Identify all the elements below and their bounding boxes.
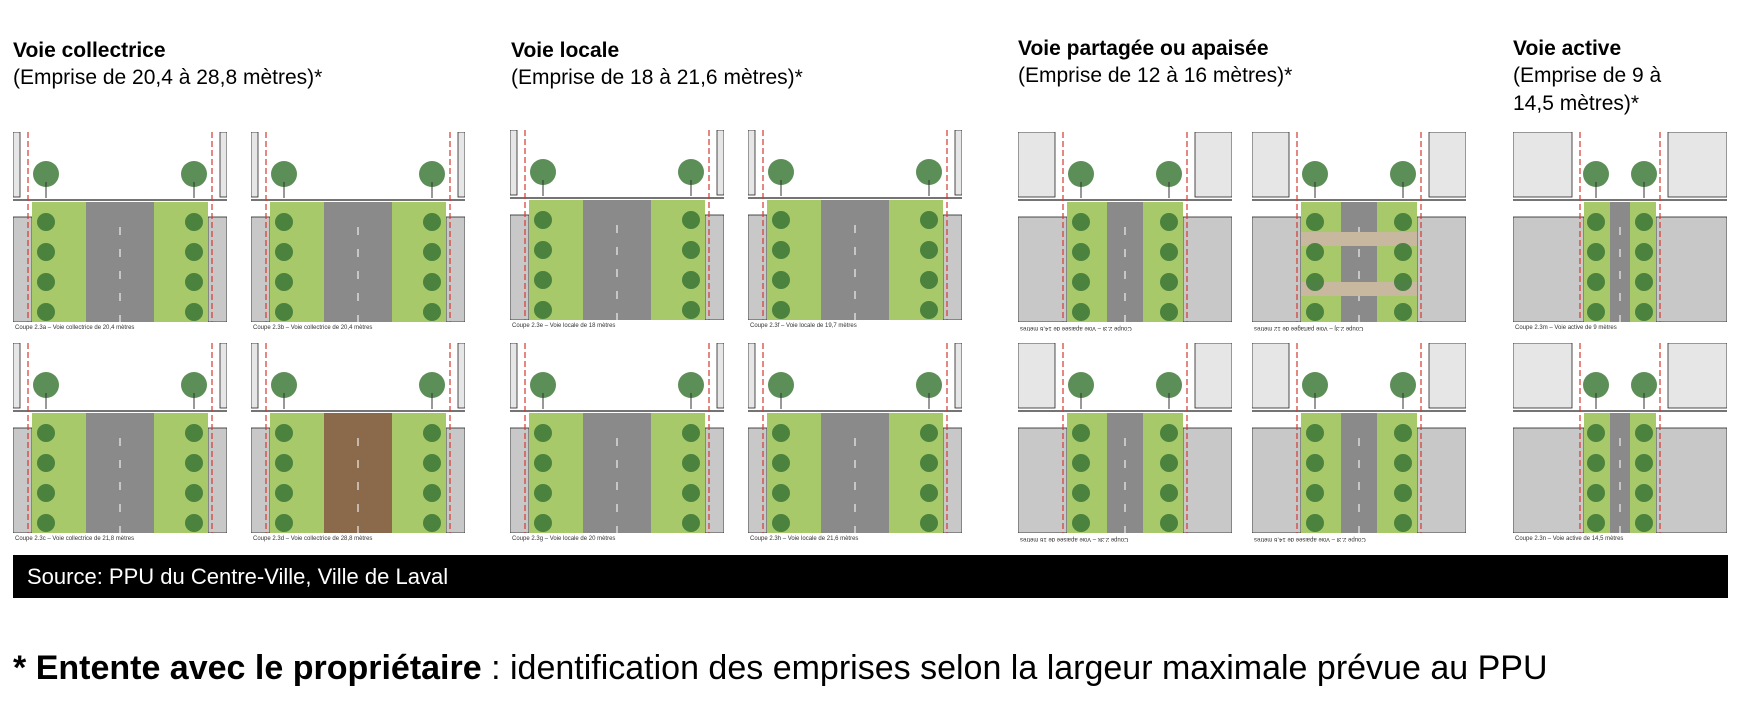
street-plan-drawing — [1018, 343, 1232, 533]
street-plan-drawing — [13, 132, 227, 322]
street-plan-drawing — [1513, 343, 1727, 533]
street-plan-drawing — [1513, 132, 1727, 322]
footnote-star: * — [13, 649, 27, 687]
plan-caption: Coupe 2.3d – Voie collectrice de 28,8 mè… — [253, 536, 373, 542]
plan-caption: Coupe 2.3f – Voie locale de 19,7 mètres — [750, 323, 857, 329]
column-active-heading: Voie active (Emprise de 9 à 14,5 mètres)… — [1513, 35, 1733, 118]
street-plan-9 — [1018, 132, 1232, 322]
plan-caption: Coupe 2.3b – Voie collectrice de 20,4 mè… — [253, 325, 373, 331]
column-title: Voie collectrice — [13, 39, 166, 62]
column-subtitle: 14,5 mètres)* — [1513, 92, 1640, 115]
plan-caption: Coupe 2.3g – Voie locale de 20 mètres — [512, 536, 616, 542]
street-plan-8 — [748, 343, 962, 533]
street-plan-3 — [13, 343, 227, 533]
street-plan-13 — [1513, 132, 1727, 322]
column-title: Voie locale — [511, 39, 620, 62]
street-plan-drawing — [13, 343, 227, 533]
street-plan-11 — [1018, 343, 1232, 533]
street-plan-drawing — [1252, 343, 1466, 533]
column-title: Voie active — [1513, 37, 1622, 60]
street-plan-drawing — [510, 343, 724, 533]
footnote-text: : identification des emprises selon la l… — [481, 649, 1548, 687]
column-subtitle: (Emprise de 18 à 21,6 mètres)* — [511, 66, 803, 89]
plan-caption: Coupe 2.3j – Voie partagée de 12 mètres — [1254, 325, 1364, 331]
street-plan-12 — [1252, 343, 1466, 533]
footnote-bold: Entente avec le propriétaire — [35, 649, 482, 687]
plan-caption: Coupe 2.3a – Voie collectrice de 20,4 mè… — [15, 325, 135, 331]
street-plan-drawing — [748, 343, 962, 533]
plan-caption: Coupe 2.3h – Voie locale de 21,6 mètres — [750, 536, 859, 542]
column-subtitle: (Emprise de 20,4 à 28,8 mètres)* — [13, 66, 323, 89]
column-partagee-heading: Voie partagée ou apaisée (Emprise de 12 … — [1018, 35, 1488, 90]
street-plan-14 — [1513, 343, 1727, 533]
street-plan-1 — [13, 132, 227, 322]
source-bar: Source: PPU du Centre-Ville, Ville de La… — [13, 555, 1728, 598]
street-plan-drawing — [510, 130, 724, 320]
footnote: * Entente avec le propriétaire : identif… — [13, 646, 1548, 690]
street-plan-drawing — [251, 132, 465, 322]
street-plan-drawing — [251, 343, 465, 533]
plan-caption: Coupe 2.3l – Voie apaisée de 14,6 mètres — [1254, 536, 1366, 542]
street-plan-drawing — [1018, 132, 1232, 322]
street-plan-drawing — [1252, 132, 1466, 322]
street-plan-4 — [251, 343, 465, 533]
column-subtitle: (Emprise de 12 à 16 mètres)* — [1018, 64, 1293, 87]
street-plan-7 — [510, 343, 724, 533]
plan-caption: Coupe 2.3m – Voie active de 9 mètres — [1515, 325, 1617, 331]
plan-caption: Coupe 2.3e – Voie locale de 18 mètres — [512, 323, 616, 329]
column-locale-heading: Voie locale (Emprise de 18 à 21,6 mètres… — [511, 37, 981, 92]
plan-caption: Coupe 2.3k – Voie apaisée de 16 mètres — [1020, 536, 1129, 542]
column-subtitle: (Emprise de 9 à — [1513, 64, 1662, 87]
street-plan-6 — [748, 130, 962, 320]
street-plan-2 — [251, 132, 465, 322]
column-collectrice-heading: Voie collectrice (Emprise de 20,4 à 28,8… — [13, 37, 483, 92]
plan-caption: Coupe 2.3c – Voie collectrice de 21,8 mè… — [15, 536, 135, 542]
plan-caption: Coupe 2.3n – Voie active de 14,5 mètres — [1515, 536, 1624, 542]
street-plan-5 — [510, 130, 724, 320]
plan-caption: Coupe 2.3i – Voie apaisée de 14,6 mètres — [1020, 325, 1132, 331]
street-plan-drawing — [748, 130, 962, 320]
column-title: Voie partagée ou apaisée — [1018, 37, 1269, 60]
street-plan-10 — [1252, 132, 1466, 322]
